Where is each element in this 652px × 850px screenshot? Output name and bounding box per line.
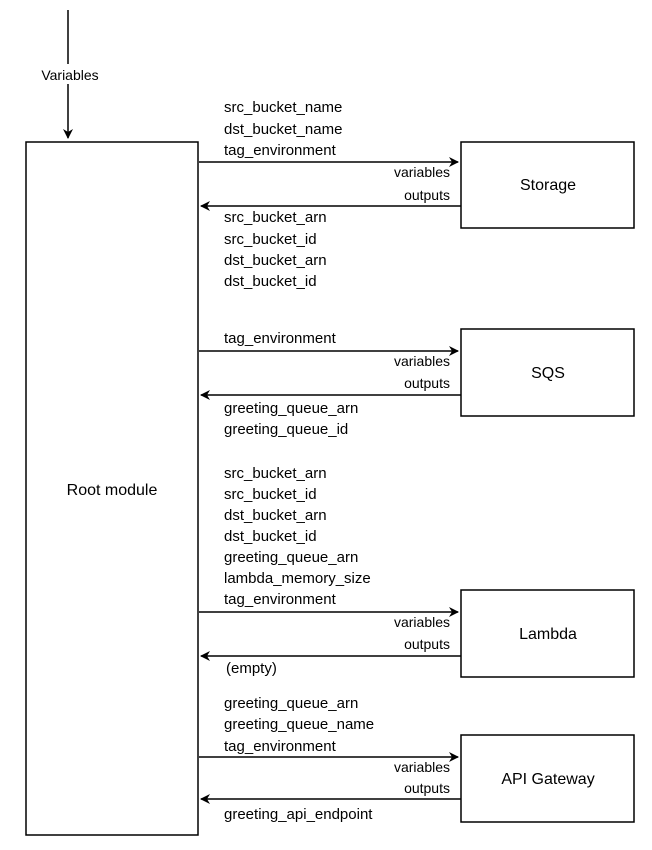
sqs-outputs-label: outputs (404, 375, 450, 391)
module-storage: Storage variables outputs src_bucket_nam… (199, 99, 635, 290)
api-gateway-module-box (460, 734, 635, 823)
storage-output-item: dst_bucket_id (224, 273, 317, 290)
sqs-module-name: SQS (531, 365, 565, 382)
api-gateway-output-item: greeting_api_endpoint (224, 806, 373, 823)
lambda-variables-label: variables (394, 614, 450, 630)
sqs-module-box (460, 328, 635, 417)
lambda-module-box (460, 589, 635, 678)
api-gateway-input-item: tag_environment (224, 738, 337, 755)
storage-output-item: src_bucket_id (224, 231, 317, 248)
storage-input-item: dst_bucket_name (224, 121, 342, 138)
lambda-module-name: Lambda (519, 626, 577, 643)
storage-input-item: tag_environment (224, 142, 337, 159)
lambda-input-item: dst_bucket_id (224, 528, 317, 545)
lambda-input-item: tag_environment (224, 591, 337, 608)
module-lambda: Lambda variables outputs src_bucket_arn … (199, 465, 635, 678)
lambda-input-item: greeting_queue_arn (224, 549, 358, 566)
sqs-input-item: tag_environment (224, 330, 337, 347)
module-api-gateway: API Gateway variables outputs greeting_q… (199, 695, 635, 823)
storage-input-item: src_bucket_name (224, 99, 342, 116)
storage-output-item: src_bucket_arn (224, 209, 327, 226)
api-gateway-variables-label: variables (394, 759, 450, 775)
api-gateway-outputs-label: outputs (404, 780, 450, 796)
input-label-background (34, 64, 106, 84)
root-module-label: Root module (67, 482, 158, 499)
lambda-input-item: src_bucket_arn (224, 465, 327, 482)
root-module-box (25, 141, 199, 836)
lambda-input-item: dst_bucket_arn (224, 507, 327, 524)
storage-output-item: dst_bucket_arn (224, 252, 327, 269)
sqs-output-item: greeting_queue_id (224, 421, 348, 438)
sqs-output-item: greeting_queue_arn (224, 400, 358, 417)
input-variables-label: Variables (41, 67, 98, 83)
storage-variables-label: variables (394, 164, 450, 180)
lambda-output-item: (empty) (226, 660, 277, 677)
api-gateway-module-name: API Gateway (501, 771, 594, 788)
lambda-input-item: lambda_memory_size (224, 570, 371, 587)
lambda-outputs-label: outputs (404, 636, 450, 652)
lambda-input-item: src_bucket_id (224, 486, 317, 503)
api-gateway-input-item: greeting_queue_arn (224, 695, 358, 712)
storage-outputs-label: outputs (404, 187, 450, 203)
storage-module-name: Storage (520, 177, 576, 194)
storage-module-box (460, 141, 635, 229)
api-gateway-input-item: greeting_queue_name (224, 716, 374, 733)
sqs-variables-label: variables (394, 353, 450, 369)
module-sqs: SQS variables outputs tag_environment gr… (199, 328, 635, 438)
